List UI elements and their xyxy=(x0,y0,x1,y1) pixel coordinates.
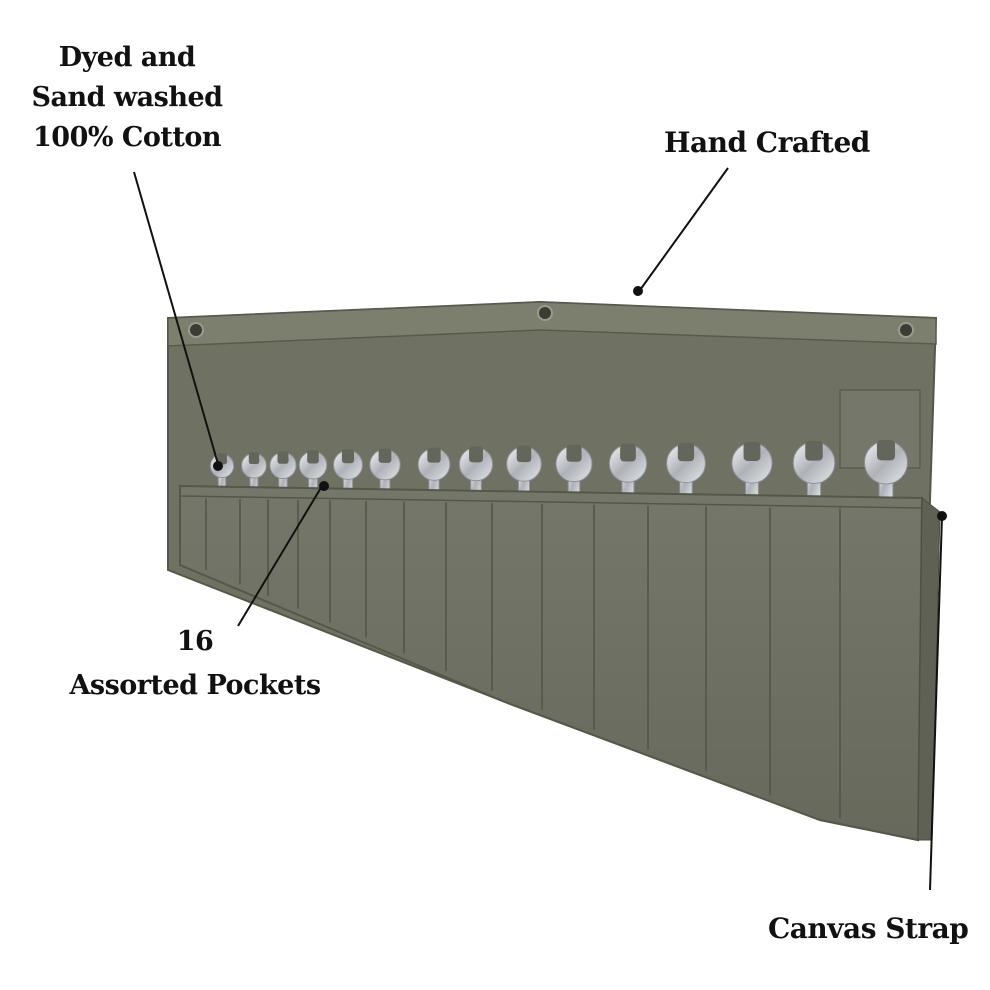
top-hem xyxy=(167,301,937,347)
material-line-1: Dyed and xyxy=(58,42,196,73)
material-line-3: 100% Cotton xyxy=(33,122,222,153)
wrench xyxy=(666,442,706,501)
callout-dots xyxy=(213,286,947,521)
wrench xyxy=(333,449,363,501)
wrench-set xyxy=(209,439,908,501)
wrench xyxy=(731,441,773,501)
material-line-2: Sand washed xyxy=(31,82,223,113)
wrench xyxy=(369,448,401,501)
pocket-dividers xyxy=(205,498,841,819)
wrench xyxy=(792,440,836,501)
wrench xyxy=(608,443,648,501)
pockets-callout: 16 Assorted Pockets xyxy=(60,620,330,708)
canvas-strap-callout: Canvas Strap xyxy=(768,912,969,945)
material-callout: Dyed and Sand washed 100% Cotton xyxy=(22,38,232,158)
wrench xyxy=(417,447,451,501)
pockets-count: 16 xyxy=(176,626,214,657)
pocket-top-seam xyxy=(179,495,923,509)
callout-lines xyxy=(133,167,943,891)
wrench xyxy=(506,445,542,501)
wrench xyxy=(864,439,908,501)
hand-crafted-callout: Hand Crafted xyxy=(664,126,870,159)
pockets-label: Assorted Pockets xyxy=(69,670,321,701)
grommets xyxy=(188,305,914,338)
